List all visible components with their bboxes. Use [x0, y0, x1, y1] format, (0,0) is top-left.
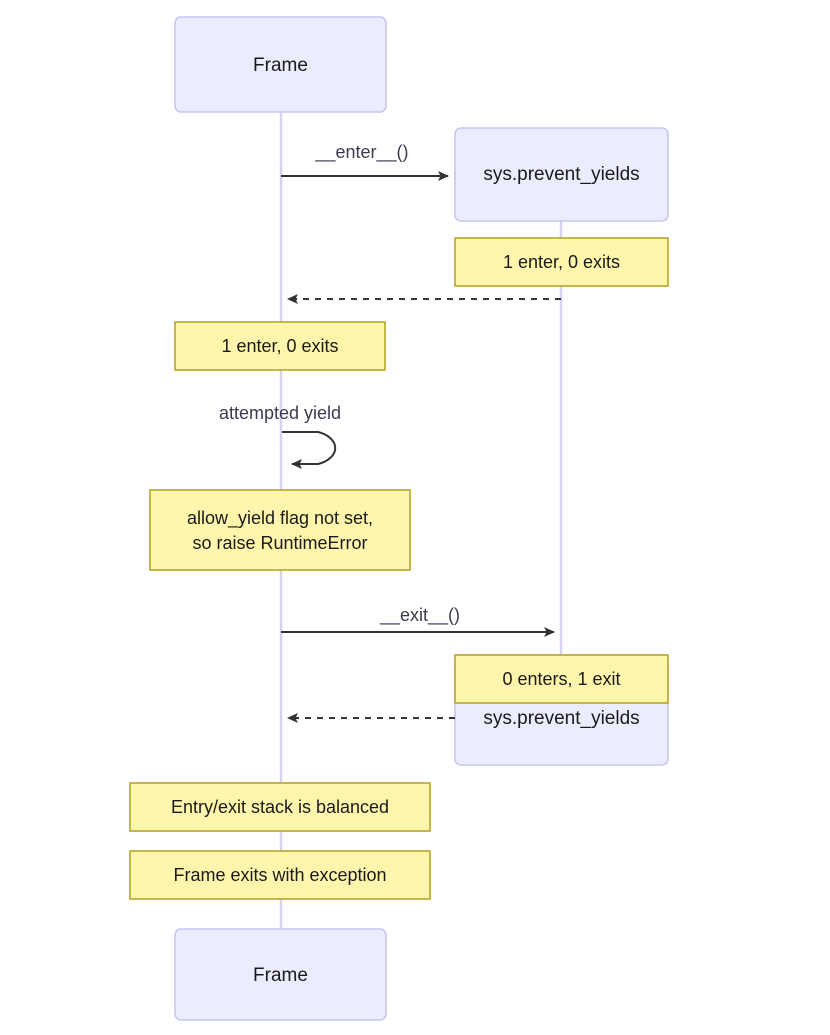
participant-label-prevent-yields-bottom: sys.prevent_yields	[483, 708, 639, 729]
note-text-allow-yield-line1: allow_yield flag not set,	[187, 508, 373, 529]
message-enter-call[interactable]: __enter__()	[281, 142, 449, 181]
participant-label-frame-bottom: Frame	[253, 965, 308, 986]
message-label-attempted-yield: attempted yield	[219, 403, 341, 423]
note-allow-yield: allow_yield flag not set, so raise Runti…	[149, 489, 411, 571]
participant-label-prevent-yields-top: sys.prevent_yields	[483, 164, 639, 185]
note-text-0-enters-1-exit: 0 enters, 1 exit	[502, 669, 620, 689]
note-box-balanced	[129, 782, 431, 832]
participant-label-frame-top: Frame	[253, 55, 308, 76]
note-box-0-enters-1-exit	[454, 654, 669, 704]
note-balanced: Entry/exit stack is balanced	[129, 782, 431, 832]
participant-frame-bottom[interactable]: Frame	[174, 928, 387, 1021]
participant-box-frame-top[interactable]	[174, 16, 387, 113]
note-box-allow-yield	[149, 489, 411, 571]
message-exit-call[interactable]: __exit__()	[281, 605, 555, 637]
note-frame-exits: Frame exits with exception	[129, 850, 431, 900]
note-text-allow-yield-line2: so raise RuntimeError	[192, 533, 367, 553]
self-loop-path[interactable]	[282, 431, 337, 469]
note-text-frame-exits: Frame exits with exception	[173, 865, 386, 885]
note-over-frame-1-enter: 1 enter, 0 exits	[174, 321, 386, 371]
note-0-enters-1-exit: 0 enters, 1 exit	[454, 654, 669, 704]
participant-prevent-yields-top[interactable]: sys.prevent_yields	[454, 127, 669, 222]
note-text-balanced: Entry/exit stack is balanced	[171, 797, 389, 817]
participant-frame-top[interactable]: Frame	[174, 16, 387, 113]
message-label-enter: __enter__()	[314, 142, 408, 163]
note-right-1-enter: 1 enter, 0 exits	[454, 237, 669, 287]
participant-box-frame-bottom[interactable]	[174, 928, 387, 1021]
message-label-exit: __exit__()	[379, 605, 460, 626]
participant-box-prevent-yields-top[interactable]	[454, 127, 669, 222]
note-box-frame-exits	[129, 850, 431, 900]
note-box-right-1-enter	[454, 237, 669, 287]
note-box-over-frame-1-enter	[174, 321, 386, 371]
note-text-over-frame-1-enter: 1 enter, 0 exits	[221, 336, 338, 356]
note-text-right-1-enter: 1 enter, 0 exits	[503, 252, 620, 272]
message-attempted-yield[interactable]: attempted yield	[219, 403, 341, 469]
